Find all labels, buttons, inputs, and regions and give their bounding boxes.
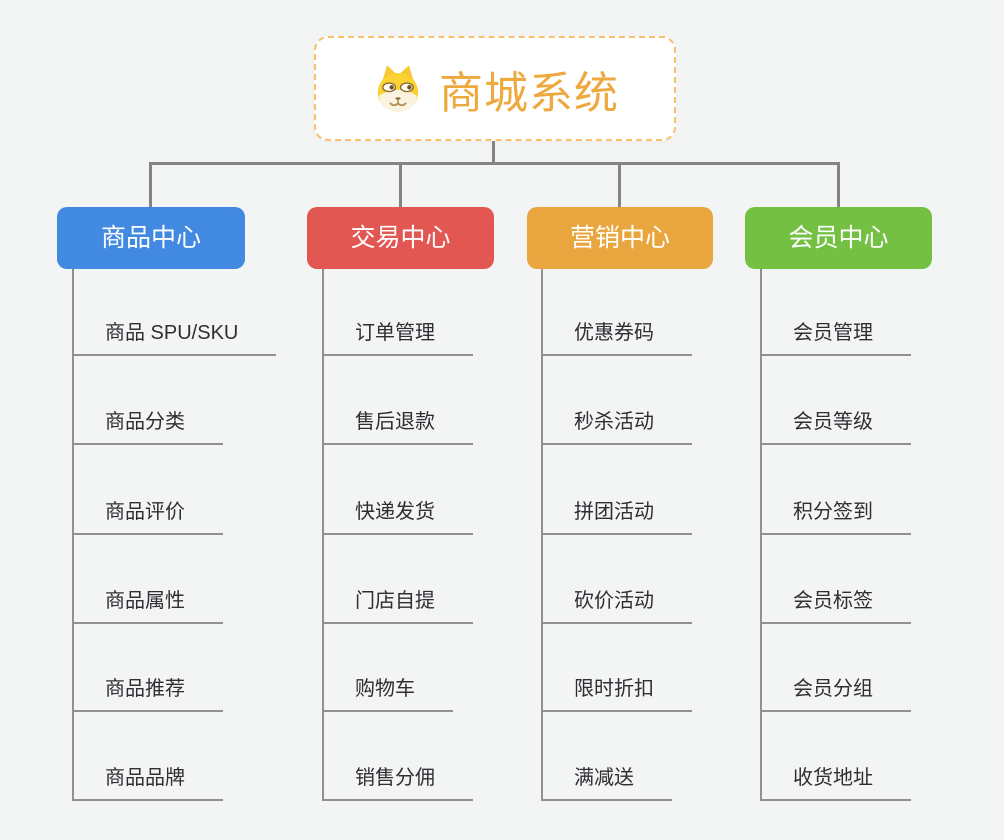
leaf-topic[interactable]: 快递发货 [322,500,473,535]
branch-member-center[interactable]: 会员中心 [745,207,932,269]
branch-product-vline [72,269,74,801]
leaf-topic[interactable]: 积分签到 [760,500,911,535]
leaf-topic[interactable]: 会员标签 [760,589,911,624]
leaf-topic[interactable]: 会员等级 [760,410,911,445]
branch-marketing-center[interactable]: 营销中心 [527,207,713,269]
leaf-topic[interactable]: 满减送 [541,766,672,801]
root-topic[interactable]: 商城系统 [314,36,676,141]
branch-trade-center[interactable]: 交易中心 [307,207,494,269]
connector-root-stem [492,141,495,162]
branch-product-center[interactable]: 商品中心 [57,207,245,269]
branch-product-children: 商品 SPU/SKU 商品分类 商品评价 商品属性 商品推荐 商品品牌 [72,269,312,801]
leaf-topic[interactable]: 收货地址 [760,766,911,801]
root-topic-title: 商城系统 [439,68,619,118]
leaf-topic[interactable]: 秒杀活动 [541,410,692,445]
leaf-topic[interactable]: 售后退款 [322,410,473,445]
connector-horizontal [149,162,840,165]
branch-marketing-children: 优惠券码 秒杀活动 拼团活动 砍价活动 限时折扣 满减送 [541,269,781,801]
connector-drop-4 [837,165,840,207]
leaf-topic[interactable]: 商品品牌 [72,766,223,801]
leaf-topic[interactable]: 购物车 [322,677,453,712]
leaf-topic[interactable]: 拼团活动 [541,500,692,535]
leaf-topic[interactable]: 会员管理 [760,321,911,356]
connector-drop-1 [149,165,152,207]
leaf-topic[interactable]: 订单管理 [322,321,473,356]
connector-drop-2 [399,165,402,207]
leaf-topic[interactable]: 商品评价 [72,500,223,535]
leaf-topic[interactable]: 会员分组 [760,677,911,712]
leaf-topic[interactable]: 限时折扣 [541,677,692,712]
leaf-topic[interactable]: 优惠券码 [541,321,692,356]
leaf-topic[interactable]: 商品推荐 [72,677,223,712]
shiba-dog-icon [377,64,419,112]
branch-marketing-vline [541,269,543,801]
leaf-topic[interactable]: 砍价活动 [541,589,692,624]
leaf-topic[interactable]: 商品 SPU/SKU [72,321,277,356]
leaf-topic[interactable]: 门店自提 [322,589,473,624]
branch-trade-vline [322,269,324,801]
leaf-topic[interactable]: 商品属性 [72,589,223,624]
branch-trade-children: 订单管理 售后退款 快递发货 门店自提 购物车 销售分佣 [322,269,562,801]
leaf-topic[interactable]: 商品分类 [72,410,223,445]
branch-member-vline [760,269,762,801]
connector-drop-3 [618,165,621,207]
branch-member-children: 会员管理 会员等级 积分签到 会员标签 会员分组 收货地址 [760,269,1000,801]
leaf-topic[interactable]: 销售分佣 [322,766,473,801]
